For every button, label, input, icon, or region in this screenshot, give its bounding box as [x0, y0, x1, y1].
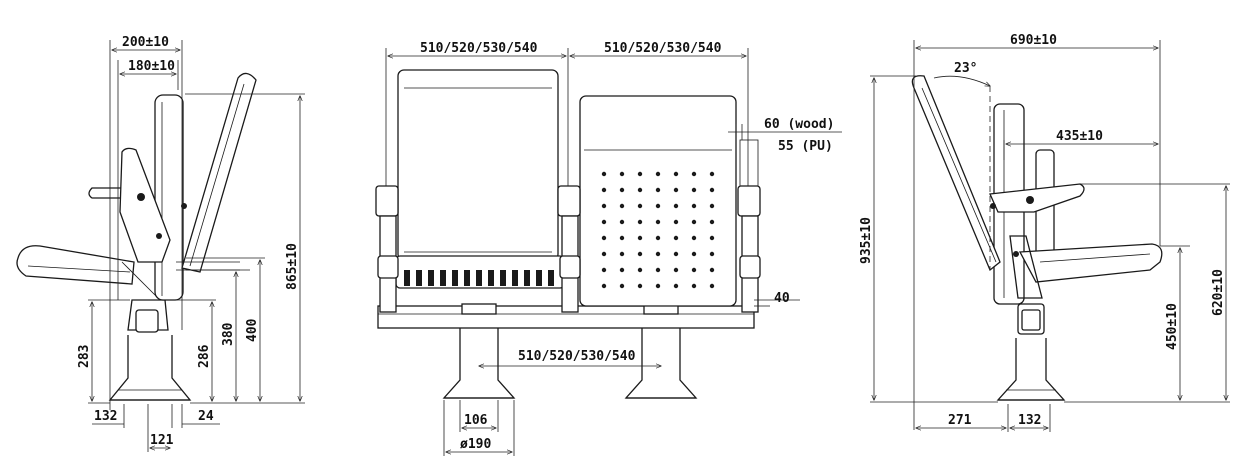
- dim-935: 935±10: [859, 217, 874, 264]
- dim-132-left: 132: [94, 409, 117, 424]
- dim-435: 435±10: [1056, 129, 1103, 144]
- dim-620: 620±10: [1211, 269, 1226, 316]
- dim-132-right: 132: [1018, 413, 1041, 428]
- right-dimensions: 690±10 23° 435±10 935±10 620±10 450±10 2…: [859, 33, 1230, 432]
- dim-180: 180±10: [128, 59, 175, 74]
- front-view: [375, 69, 761, 399]
- left-mechanism: [127, 299, 169, 331]
- dim-400: 400: [245, 318, 260, 342]
- right-seat: [1018, 243, 1163, 283]
- left-back-folded: [181, 72, 257, 273]
- dim-865: 865±10: [285, 243, 300, 290]
- dim-40: 40: [774, 291, 790, 306]
- dim-121: 121: [150, 433, 174, 448]
- right-side-view: [911, 75, 1163, 401]
- dim-24: 24: [198, 409, 214, 424]
- front-seat-ribs: [404, 270, 554, 286]
- left-seat: [16, 245, 135, 285]
- front-arm-right: [737, 185, 761, 313]
- front-back-left: [397, 69, 559, 261]
- dim-pitch: 510/520/530/540: [518, 349, 636, 364]
- right-pedestal: [996, 338, 1066, 401]
- dim-286: 286: [197, 344, 212, 368]
- dim-200: 200±10: [122, 35, 169, 50]
- dim-690: 690±10: [1010, 33, 1057, 48]
- dim-380: 380: [221, 322, 236, 346]
- dim-back-wood: 60 (wood): [764, 117, 834, 132]
- left-rear-frame: [154, 94, 184, 301]
- dim-106: 106: [464, 413, 488, 428]
- front-arm-middle: [557, 185, 581, 313]
- dim-front-width-left: 510/520/530/540: [420, 41, 538, 56]
- front-back-right: [579, 95, 737, 307]
- dim-450: 450±10: [1165, 303, 1180, 350]
- right-back: [911, 75, 1001, 272]
- dim-190: ø190: [460, 437, 491, 452]
- left-side-view: [16, 72, 257, 401]
- dim-front-width-right: 510/520/530/540: [604, 41, 722, 56]
- left-dimensions: 200±10 180±10 865±10 400 380 286 283 132…: [77, 35, 305, 452]
- front-arm-left: [375, 185, 399, 313]
- front-dimensions: 510/520/530/540 510/520/530/540 60 (wood…: [385, 41, 842, 456]
- dim-271: 271: [948, 413, 972, 428]
- dim-283: 283: [77, 345, 92, 368]
- front-pedestal-left: [442, 303, 516, 399]
- front-back-perforations: [601, 171, 715, 289]
- dim-back-pu: 55 (PU): [778, 139, 833, 154]
- dim-23deg: 23°: [954, 61, 977, 76]
